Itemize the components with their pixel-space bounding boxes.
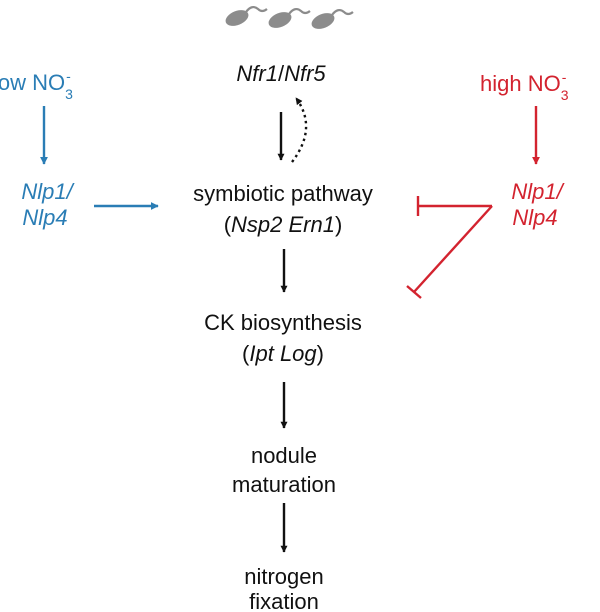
maturation-label: maturation	[232, 472, 336, 497]
ipt-gene: Ipt	[249, 341, 274, 366]
low-nlp4-label: Nlp4	[22, 205, 68, 230]
nitrogen-label: nitrogen	[244, 564, 324, 589]
rhizobia-bacteria-icon	[268, 7, 311, 28]
rhizobia-bacteria-icon	[225, 5, 268, 26]
nodule-label: nodule	[250, 443, 318, 468]
nsp2-gene: Nsp2	[231, 212, 283, 237]
nfr-separator: /	[277, 61, 285, 86]
nfr-receptor-label: Nfr1/Nfr5	[236, 61, 325, 87]
ck-biosynthesis-title: CK biosynthesis	[204, 310, 362, 335]
rhizobia-bacteria-icon	[311, 8, 354, 29]
ck-biosynthesis-genes: (Ipt Log)	[242, 341, 324, 367]
low-nlp1-label: Nlp1/	[21, 179, 73, 204]
feedback-arrow-dotted	[291, 97, 308, 163]
log-gene: Log	[279, 341, 317, 366]
paren-open: (	[242, 341, 250, 366]
inhibition-ck-biosynthesis	[406, 205, 493, 299]
symbiotic-pathway-genes: (Nsp2 Ern1)	[224, 212, 343, 238]
symbiotic-pathway-title: symbiotic pathway	[193, 181, 373, 206]
high-nitrate-text: high NO	[480, 71, 561, 96]
inhibition-symbiotic-pathway	[416, 196, 492, 216]
paren-close: )	[334, 212, 343, 237]
high-nlp1-label: Nlp1/	[511, 179, 563, 204]
ern1-gene: Ern1	[288, 212, 335, 237]
high-nlp4-label: Nlp4	[512, 205, 558, 230]
nfr5-label: Nfr5	[284, 61, 326, 86]
paren-open: (	[223, 212, 232, 237]
fixation-label: fixation	[249, 589, 319, 612]
paren-close: )	[316, 341, 324, 366]
low-nitrate-text: low NO	[0, 70, 66, 95]
nfr1-label: Nfr1	[236, 61, 278, 86]
